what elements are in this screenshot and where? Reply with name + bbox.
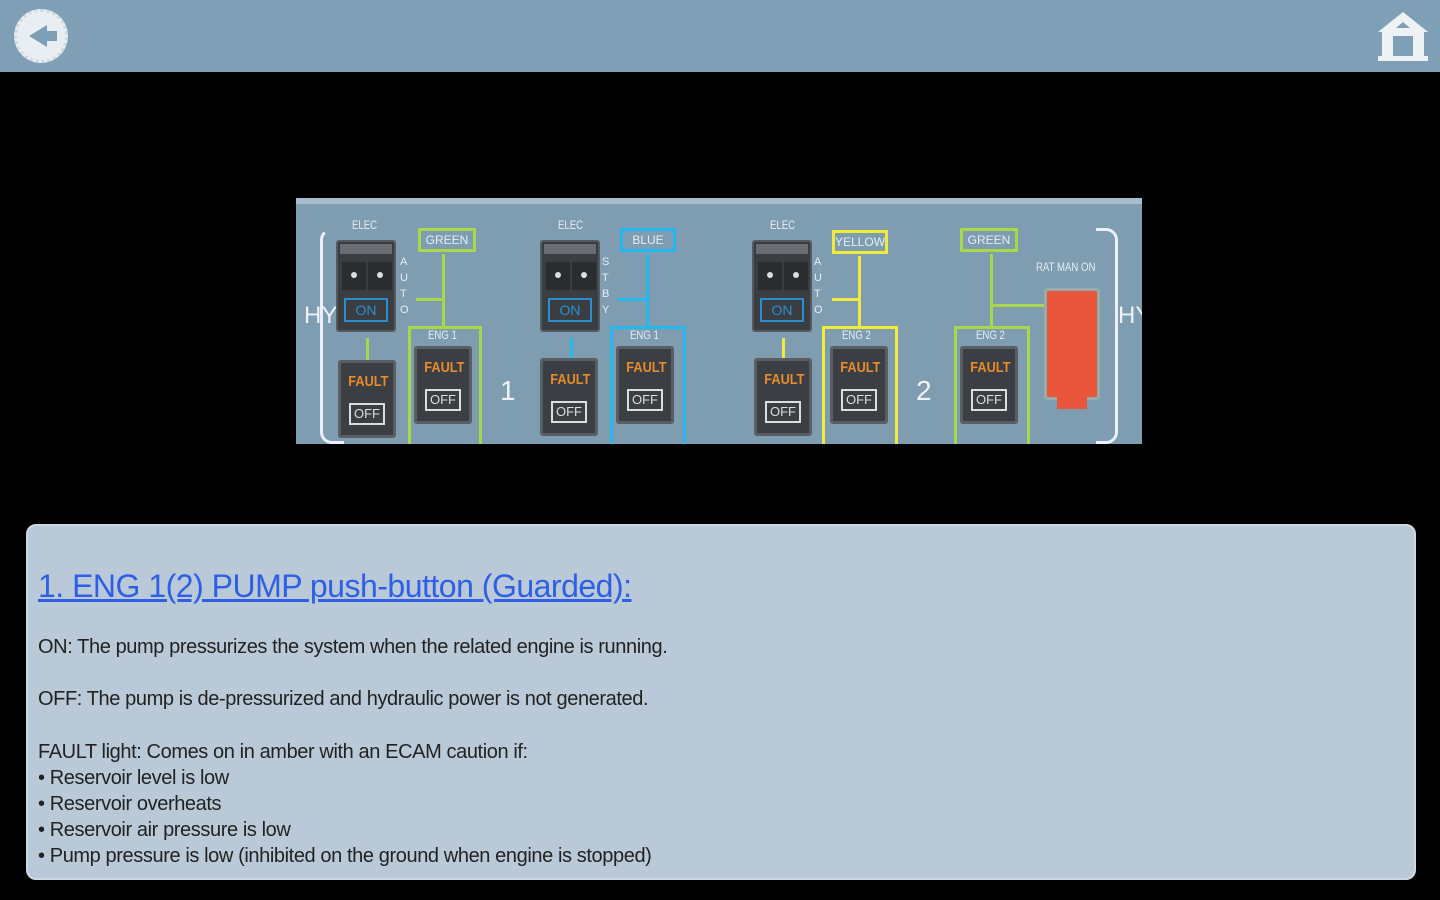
fault-light: FAULT	[348, 373, 389, 390]
blue-system-label: BLUE	[620, 228, 676, 252]
panel-line	[990, 254, 993, 328]
panel-line	[784, 262, 808, 290]
eng1-blue-pump-button[interactable]: FAULT OFF	[616, 346, 674, 424]
eng1-label: ENG 1	[428, 328, 457, 342]
fault-light: FAULT	[424, 359, 465, 376]
eng1-label: ENG 1	[630, 328, 659, 342]
description-card: 1. ENG 1(2) PUMP push-button (Guarded): …	[26, 524, 1416, 880]
panel-line	[442, 254, 445, 328]
panel-line	[990, 304, 1044, 307]
elec-label: ELEC	[352, 218, 378, 232]
off-light: OFF	[551, 401, 587, 423]
fault-condition-item: • Reservoir level is low	[38, 767, 229, 789]
panel-line	[366, 338, 369, 362]
green-elec-pump-button[interactable]: ON	[336, 240, 396, 332]
blue-elec-pump-button[interactable]: ON	[540, 240, 600, 332]
fault-condition-item: • Pump pressure is low (inhibited on the…	[38, 845, 652, 867]
off-light: OFF	[349, 403, 385, 425]
eng2-yellow-bracket	[822, 326, 898, 444]
panel-line	[756, 244, 808, 254]
fault-light: FAULT	[970, 359, 1011, 376]
on-description: ON: The pump pressurizes the system when…	[38, 636, 668, 658]
panel-line	[782, 338, 785, 360]
blue-fault-off-button[interactable]: FAULT OFF	[540, 358, 598, 436]
green-ptu-fault-off-button[interactable]: FAULT OFF	[338, 360, 396, 438]
panel-line	[758, 262, 782, 290]
app-header	[0, 0, 1440, 72]
hyd-label-left: HYD	[304, 302, 355, 329]
eng2-green-bracket	[954, 326, 1030, 444]
fault-condition-item: • Reservoir air pressure is low	[38, 819, 291, 841]
panel-line	[546, 262, 570, 290]
panel-line	[572, 262, 596, 290]
hyd-label-right: HYD	[1118, 302, 1142, 329]
fault-light: FAULT	[626, 359, 667, 376]
elec-label: ELEC	[558, 218, 584, 232]
eng1-green-bracket	[408, 326, 482, 444]
rat-man-on-guarded-button[interactable]	[1044, 288, 1100, 409]
section-title-link[interactable]: 1. ENG 1(2) PUMP push-button (Guarded):	[38, 568, 632, 604]
home-icon[interactable]	[1376, 10, 1430, 62]
eng1-blue-bracket	[610, 326, 686, 444]
eng1-green-pump-button[interactable]: FAULT OFF	[414, 346, 472, 424]
off-light: OFF	[841, 389, 877, 411]
panel-line	[340, 244, 392, 254]
fault-condition-item: • Reservoir overheats	[38, 793, 222, 815]
panel-line	[618, 298, 648, 301]
panel-bracket-right	[1096, 228, 1118, 444]
off-light: OFF	[627, 389, 663, 411]
fault-light: FAULT	[764, 371, 805, 388]
engine-2-number: 2	[916, 375, 932, 406]
panel-line	[342, 262, 366, 290]
panel-line	[858, 256, 861, 328]
green-system-label-2: GREEN	[960, 228, 1018, 252]
off-description: OFF: The pump is de-pressurized and hydr…	[38, 688, 649, 710]
auto-label: AUTO	[400, 256, 409, 316]
panel-line	[416, 298, 444, 301]
green-system-label: GREEN	[418, 228, 476, 252]
auto-label: AUTO	[814, 256, 823, 316]
fault-light: FAULT	[840, 359, 881, 376]
off-light: OFF	[765, 401, 801, 423]
fault-light: FAULT	[550, 371, 591, 388]
yellow-system-label: YELLOW	[832, 230, 888, 254]
yellow-elec-pump-button[interactable]: ON	[752, 240, 812, 332]
stby-label: STBY	[602, 256, 610, 316]
panel-line	[832, 298, 860, 301]
eng2-label: ENG 2	[976, 328, 1005, 342]
panel-line	[368, 262, 392, 290]
eng2-green-pump-button[interactable]: FAULT OFF	[960, 346, 1018, 424]
eng2-label: ENG 2	[842, 328, 871, 342]
hydraulic-overhead-panel: HYD ELEC ON AUTO FAULT OFF GREEN ENG 1 FA…	[296, 198, 1142, 444]
panel-line	[544, 244, 596, 254]
panel-bracket-left	[320, 228, 344, 444]
eng2-yellow-pump-button[interactable]: FAULT OFF	[830, 346, 888, 424]
engine-1-number: 1	[500, 375, 516, 406]
off-light: OFF	[971, 389, 1007, 411]
elec-label: ELEC	[770, 218, 796, 232]
rat-man-on-label: RAT MAN ON	[1036, 260, 1096, 274]
yellow-fault-off-button[interactable]: FAULT OFF	[754, 358, 812, 436]
panel-line	[646, 254, 649, 328]
panel-line	[570, 338, 573, 360]
fault-description: FAULT light: Comes on in amber with an E…	[38, 741, 528, 763]
back-button[interactable]	[14, 9, 68, 63]
off-light: OFF	[425, 389, 461, 411]
